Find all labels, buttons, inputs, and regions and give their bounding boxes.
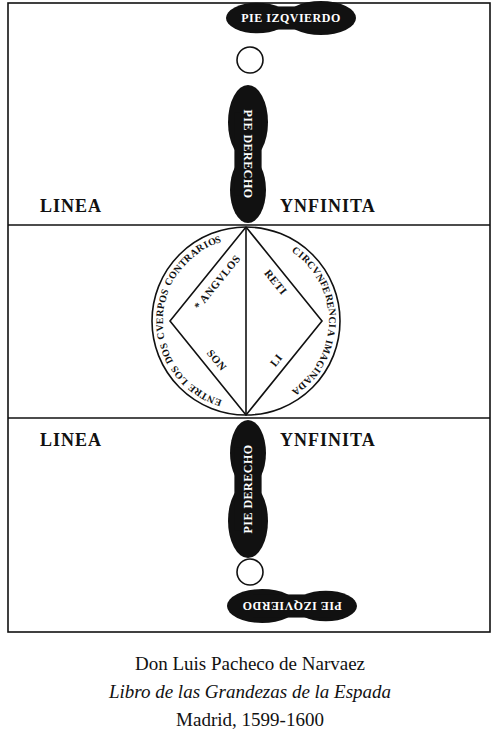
infinite-line xyxy=(8,417,490,419)
footprint: PIE DERECHO xyxy=(228,420,268,558)
author-caption: Don Luis Pacheco de Narvaez xyxy=(135,653,365,675)
footprint: PIE DERECHO xyxy=(228,85,268,223)
foot-label: PIE DERECHO xyxy=(242,444,254,533)
footprint: PIE IZQVIERDO xyxy=(227,589,357,623)
small-circle xyxy=(237,559,263,585)
line-label: LINEA xyxy=(40,430,102,451)
diamond xyxy=(170,227,322,415)
frame-border xyxy=(8,3,490,632)
circumference-text: ENTRE LOS DOS CVERPOS CONTRARIOS xyxy=(151,226,341,416)
infinite-line xyxy=(8,224,490,226)
diameter xyxy=(245,227,247,415)
foot-label: PIE DERECHO xyxy=(242,109,254,198)
book-title: Libro de las Grandezas de la Espada xyxy=(109,681,391,703)
line-label: LINEA xyxy=(40,196,102,217)
line-label: YNFINITA xyxy=(280,430,376,451)
footprint: PIE IZQVIERDO xyxy=(226,1,356,35)
circle-shape xyxy=(151,226,341,416)
circumference-text: CIRCVNFERENCIA IMAGINADA xyxy=(151,226,341,416)
line-label: YNFINITA xyxy=(280,196,376,217)
circle-figure: ENTRE LOS DOS CVERPOS CONTRARIOSCIRCVNFE… xyxy=(151,226,341,416)
foot-label: PIE IZQVIERDO xyxy=(242,600,342,612)
foot-label: PIE IZQVIERDO xyxy=(241,12,341,24)
place-date: Madrid, 1599-1600 xyxy=(176,709,324,731)
small-circle xyxy=(237,47,263,73)
